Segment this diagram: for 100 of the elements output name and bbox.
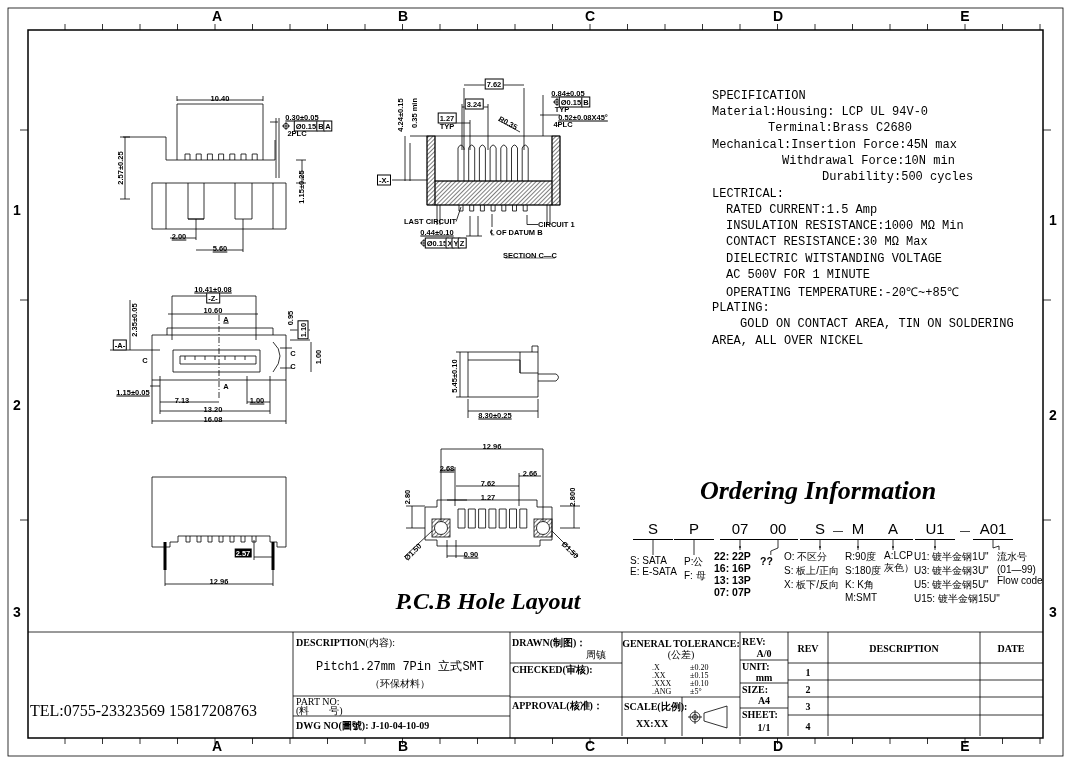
title-block-text: XX:XX bbox=[635, 717, 669, 729]
grid-reference: E bbox=[960, 738, 970, 754]
code-description: O: 不区分 S: 板上/正向 X: 板下/反向 bbox=[784, 550, 839, 592]
grid-reference: 2 bbox=[13, 397, 21, 413]
title-block-text: PART NO: bbox=[296, 695, 340, 707]
separator-dash: — bbox=[960, 524, 970, 536]
connector-line bbox=[739, 539, 741, 551]
code-description: 22: 22P 16: 16P 13: 13P 07: 07P bbox=[714, 550, 751, 598]
title-block-text: mm bbox=[755, 671, 773, 683]
grid-reference: D bbox=[772, 8, 784, 24]
heading: P.C.B Hole Layout bbox=[395, 587, 581, 615]
order-code: 00 bbox=[758, 520, 798, 540]
grid-reference: E bbox=[960, 8, 970, 24]
title-block-text: A4 bbox=[757, 694, 771, 706]
title-block-text: UNIT: bbox=[742, 660, 770, 672]
order-code: A01 bbox=[973, 520, 1013, 540]
connector-line bbox=[934, 539, 936, 551]
specification-line: LECTRICAL: bbox=[712, 187, 784, 201]
title-block-text: DESCRIPTION bbox=[869, 642, 939, 654]
connector-line bbox=[857, 539, 859, 551]
title-block-text: GENERAL TOLERANCE: bbox=[622, 637, 740, 649]
grid-reference: 3 bbox=[13, 604, 21, 620]
grid-reference: B bbox=[397, 738, 409, 754]
specification-line: DIELECTRIC WITSTANDING VOLTAGE bbox=[726, 252, 943, 266]
title-block-text: DESCRIPTION(内容): bbox=[296, 636, 395, 650]
grid-reference: 1 bbox=[13, 202, 21, 218]
title-block-text: Pitch1.27mm 7Pin 立式SMT bbox=[316, 658, 484, 675]
title-block-text: （环保材料） bbox=[370, 677, 430, 691]
specification-line: GOLD ON CONTACT AREA, TIN ON SOLDERING bbox=[740, 317, 1014, 331]
title-block-text: (公差) bbox=[667, 648, 695, 662]
connector-line bbox=[652, 539, 654, 556]
title-block-text: DRAWN(制图)： bbox=[512, 636, 587, 650]
title-block-text: CHECKED(审核): bbox=[512, 663, 593, 677]
connector-line bbox=[819, 539, 821, 551]
code-description: A:LCP 灰色） bbox=[884, 550, 914, 575]
title-block-text: 周镇 bbox=[586, 648, 606, 662]
specification-line: OPERATING TEMPERATURE:-20℃~+85℃ bbox=[726, 284, 959, 300]
title-block-text: A/0 bbox=[756, 647, 772, 659]
title-block-text: 2 bbox=[805, 683, 811, 695]
specification-line: INSULATION RESISTANCE:1000 MΩ Min bbox=[726, 219, 964, 233]
order-code: P bbox=[674, 520, 714, 540]
specification-line: SPECIFICATION bbox=[712, 89, 806, 103]
grid-reference: C bbox=[584, 738, 596, 754]
specification-line: Material:Housing: LCP UL 94V-0 bbox=[712, 105, 929, 119]
title-block-text: REV bbox=[797, 642, 819, 654]
connector-line bbox=[892, 539, 894, 551]
grid-reference: A bbox=[211, 738, 223, 754]
order-code: A bbox=[873, 520, 913, 540]
order-code: 07 bbox=[720, 520, 760, 540]
heading: Ordering Information bbox=[699, 476, 937, 506]
title-block-text: REV: bbox=[742, 635, 766, 647]
tolerance-text: ±0.15 bbox=[690, 670, 709, 680]
title-block-text: DWG NO(圖號): J-10-04-10-09 bbox=[296, 719, 430, 733]
specification-line: PLATING: bbox=[712, 301, 770, 315]
leader-line bbox=[526, 214, 539, 225]
phone-number: TEL:0755-23323569 15817208763 bbox=[30, 702, 258, 720]
grid-reference: C bbox=[584, 8, 596, 24]
title-block-text: 4 bbox=[805, 720, 811, 732]
title-block-text: SIZE: bbox=[742, 683, 769, 695]
title-block-text: APPROVAL(核准)： bbox=[512, 699, 603, 713]
code-description: P:公 F: 母 bbox=[684, 555, 706, 583]
specification-line: Withdrawal Force:10N min bbox=[782, 154, 955, 168]
title-block-text: 1 bbox=[805, 666, 811, 678]
grid-reference: 2 bbox=[1049, 407, 1057, 423]
specification-line: Terminal:Brass C2680 bbox=[768, 121, 913, 135]
grid-reference: 3 bbox=[1049, 604, 1057, 620]
grid-reference: B bbox=[397, 8, 409, 24]
grid-reference: 1 bbox=[1049, 212, 1057, 228]
tolerance-text: .XX bbox=[652, 670, 666, 680]
order-code: S bbox=[633, 520, 673, 540]
title-block-text: 1/1 bbox=[757, 721, 771, 733]
specification-line: CONTACT RESISTANCE:30 MΩ Max bbox=[726, 235, 928, 249]
tolerance-text: .XXX bbox=[652, 678, 672, 688]
grid-reference: D bbox=[772, 738, 784, 754]
specification-line: AC 500V FOR 1 MINUTE bbox=[726, 268, 871, 282]
code-description: 流水号 (01—99) Flow code bbox=[997, 550, 1043, 586]
tolerance-text: ±0.10 bbox=[690, 678, 709, 688]
specification-line: Mechanical:Insertion Force:45N max bbox=[712, 138, 957, 152]
tolerance-text: .X bbox=[652, 662, 660, 672]
grid-reference: A bbox=[211, 8, 223, 24]
connector-line bbox=[770, 539, 779, 556]
leader-line bbox=[455, 206, 462, 222]
title-block-text: 3 bbox=[805, 700, 811, 712]
tolerance-text: ±5° bbox=[690, 686, 702, 696]
connector-line bbox=[992, 539, 1000, 551]
specification-line: Durability:500 cycles bbox=[822, 170, 974, 184]
code-description: R:90度 S:180度 K: K角 M:SMT bbox=[845, 550, 882, 603]
specification-line: AREA, ALL OVER NICKEL bbox=[712, 334, 864, 348]
tolerance-text: .ANG bbox=[652, 686, 672, 696]
connector-line bbox=[693, 539, 695, 556]
leader-line bbox=[491, 213, 493, 228]
title-block-text: (料 号) bbox=[296, 704, 343, 718]
code-description: ?? bbox=[760, 555, 773, 567]
code-description: S: SATA E: E-SATA bbox=[630, 555, 677, 577]
title-block-text: SCALE(比例): bbox=[624, 700, 688, 714]
order-code: U1 bbox=[915, 520, 955, 540]
specification-line: RATED CURRENT:1.5 Amp bbox=[726, 203, 878, 217]
title-block-text: SHEET: bbox=[742, 708, 778, 720]
tolerance-text: ±0.20 bbox=[690, 662, 709, 672]
title-block-text: DATE bbox=[997, 642, 1025, 654]
